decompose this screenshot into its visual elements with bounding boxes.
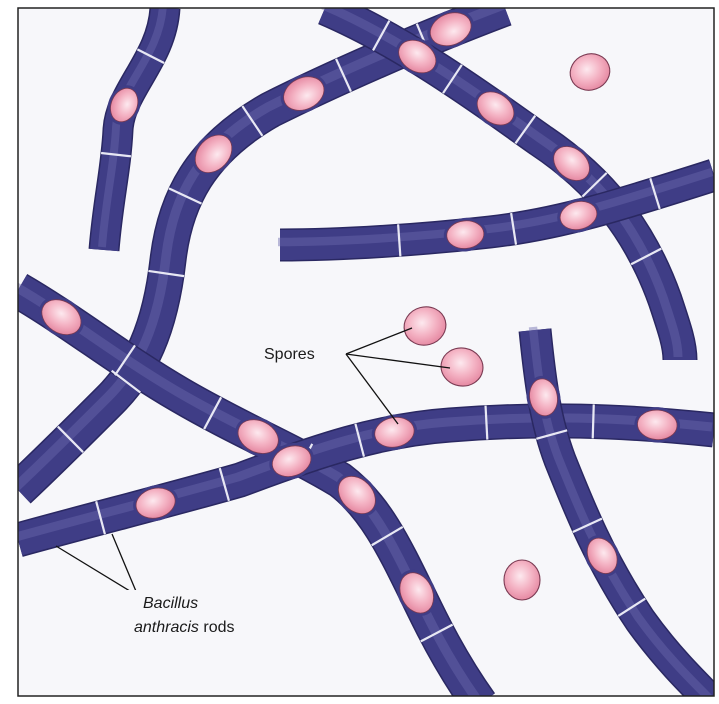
rod-septum <box>593 404 594 438</box>
rods-label-species: anthracis <box>134 619 199 636</box>
spores-label: Spores <box>264 346 315 363</box>
rods-label-line1: Bacillus <box>143 595 198 612</box>
rods-label-rods: rods <box>199 619 235 636</box>
free-spore <box>504 560 540 600</box>
rods-label-line2: anthracis rods <box>134 619 235 636</box>
